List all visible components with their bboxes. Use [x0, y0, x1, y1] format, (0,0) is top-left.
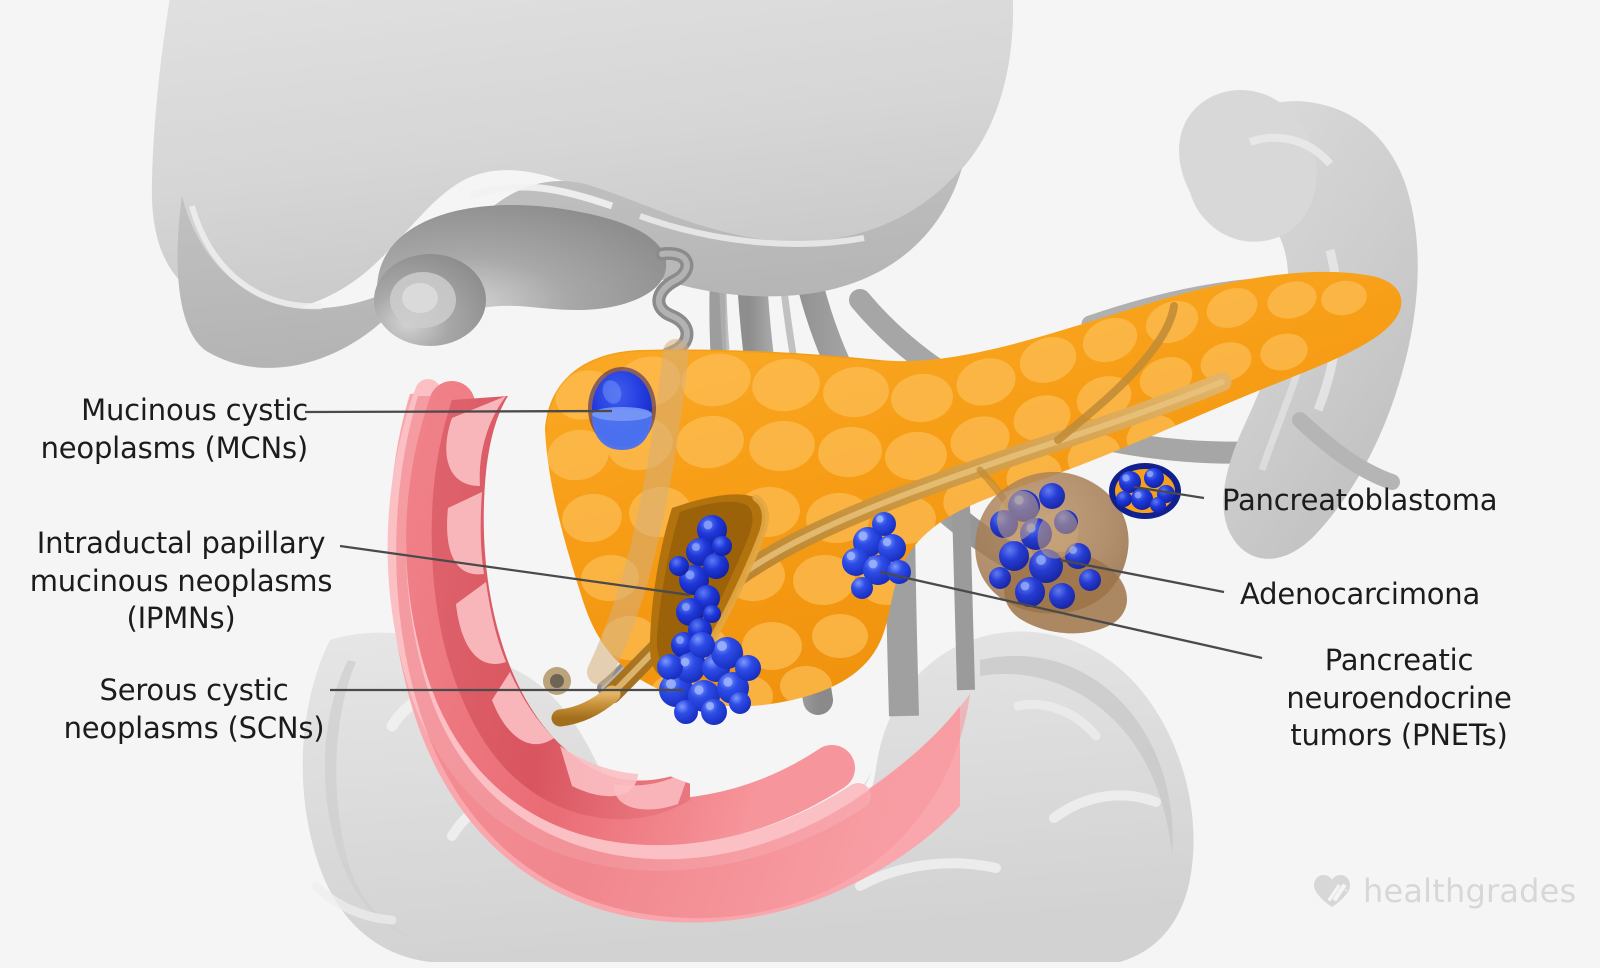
leader-pancreatoblastoma — [1133, 485, 1205, 500]
watermark-brand: healthgrades — [1363, 872, 1577, 910]
gallbladder — [374, 205, 667, 346]
leader-pnet — [879, 570, 1263, 660]
tumor-pancreatoblastoma — [1109, 463, 1181, 519]
heart-icon — [1314, 875, 1350, 907]
tumor-adenocarcinoma — [975, 471, 1129, 634]
label-mucinous-cystic-neoplasms: Mucinous cystic neoplasms (MCNs) — [40, 393, 309, 465]
ampulla-of-vater — [543, 667, 571, 695]
leader-lines — [304, 409, 1263, 692]
tumor-mucinous-cystic-neoplasm — [588, 367, 656, 450]
label-serous-cystic-neoplasms: Serous cystic neoplasms (SCNs) — [63, 673, 325, 745]
label-pancreatoblastoma: Pancreatoblastoma — [1222, 483, 1498, 517]
healthgrades-watermark: healthgrades — [1312, 872, 1576, 910]
label-pancreatic-neuroendocrine-tumors: Pancreatic neuroendocrine tumors (PNETs) — [1286, 643, 1512, 753]
liver — [151, 0, 1014, 368]
leader-ipmn — [339, 544, 691, 597]
label-adenocarcinoma: Adenocarcimona — [1240, 577, 1481, 611]
leader-adenocarcinoma — [1059, 558, 1225, 594]
label-intraductal-papillary-mucinous-neoplasms: Intraductal papillary mucinous neoplasms… — [29, 526, 333, 636]
tumor-pancreatic-neuroendocrine — [842, 512, 911, 599]
tumor-serous-cystic-neoplasm — [657, 632, 761, 725]
duodenum — [387, 379, 970, 923]
leader-mcn — [304, 409, 613, 414]
